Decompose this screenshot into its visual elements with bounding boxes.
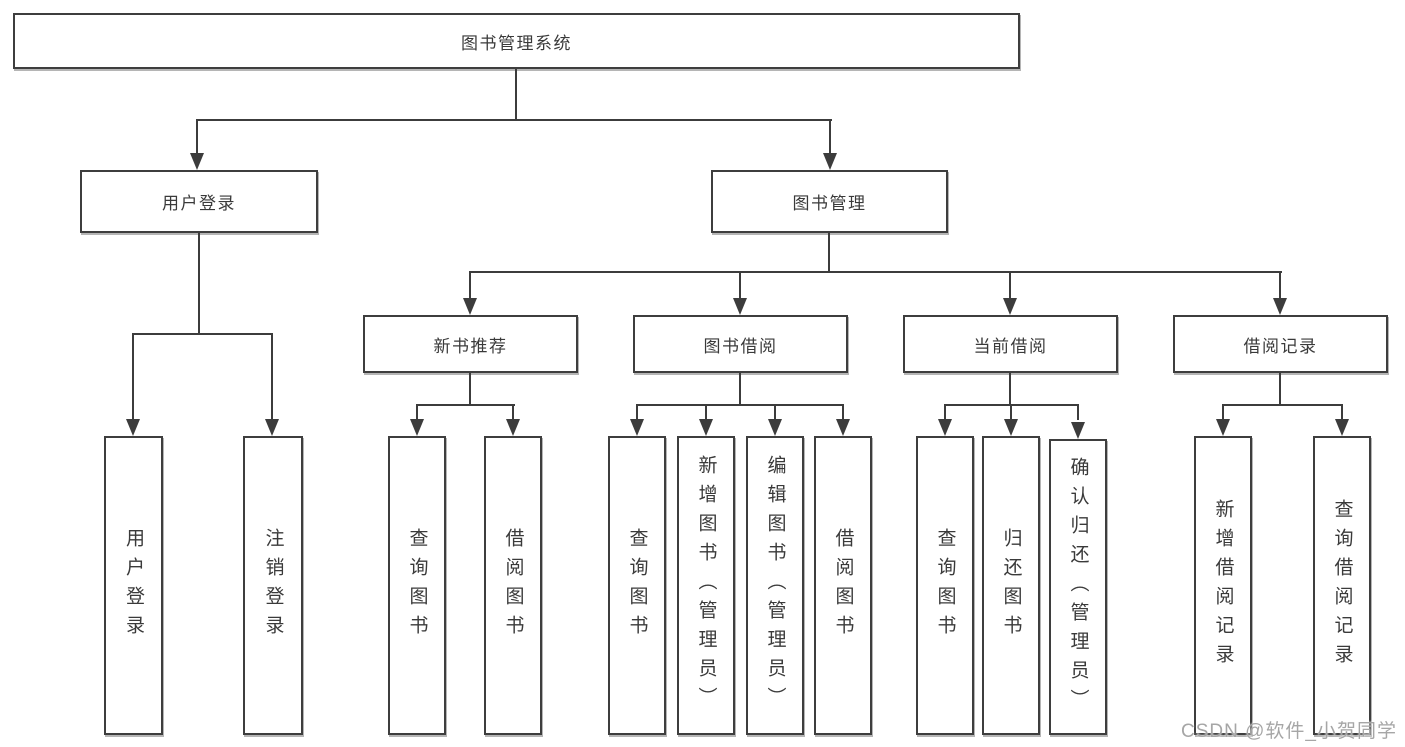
connector-line (469, 271, 471, 299)
leaf-confirm-return-admin: 确认归还（管理员） (1049, 439, 1107, 735)
node-label: 注销登录 (262, 527, 284, 644)
node-label: 图书借阅 (703, 336, 778, 356)
node-borrow-records: 借阅记录 (1173, 315, 1388, 373)
connector-line (515, 69, 517, 121)
node-label: 借阅图书 (502, 527, 524, 644)
arrow-down-icon (463, 298, 477, 315)
node-label: 用户登录 (162, 194, 236, 213)
connector-line (705, 404, 707, 420)
connector-line (469, 271, 1282, 273)
connector-line (132, 333, 134, 420)
connector-line (416, 404, 515, 406)
connector-line (944, 404, 946, 420)
node-book-borrow: 图书借阅 (633, 315, 848, 373)
connector-line (1077, 404, 1079, 420)
leaf-user-login: 用户登录 (104, 436, 163, 735)
node-library-system: 图书管理系统 (13, 13, 1020, 69)
node-label: 用户登录 (123, 527, 144, 644)
arrow-down-icon (699, 419, 713, 436)
node-label: 借阅图书 (832, 527, 854, 644)
arrow-down-icon (1216, 419, 1230, 436)
node-current-borrow: 当前借阅 (903, 315, 1118, 373)
connector-line (196, 119, 198, 155)
connector-line (829, 119, 831, 155)
node-label: 确认归还（管理员） (1067, 456, 1089, 718)
arrow-down-icon (836, 419, 850, 436)
node-label: 查询借阅记录 (1331, 498, 1353, 673)
csdn-watermark: CSDN @软件_小贺同学 (1181, 721, 1397, 742)
connector-line (132, 333, 273, 335)
leaf-query-books-3: 查询图书 (916, 436, 974, 735)
node-label: 编辑图书（管理员） (764, 455, 786, 716)
node-user-login: 用户登录 (80, 170, 318, 233)
connector-line (416, 404, 418, 420)
node-label: 查询图书 (406, 527, 428, 644)
arrow-down-icon (1273, 298, 1287, 315)
arrow-down-icon (1335, 419, 1349, 436)
connector-line (1279, 373, 1281, 406)
leaf-add-book-admin: 新增图书（管理员） (677, 436, 735, 735)
arrow-down-icon (938, 419, 952, 436)
arrow-down-icon (630, 419, 644, 436)
connector-line (842, 404, 844, 420)
arrow-down-icon (1004, 419, 1018, 436)
leaf-borrow-books-1: 借阅图书 (484, 436, 542, 735)
node-label: 图书管理系统 (461, 33, 572, 53)
arrow-down-icon (265, 419, 279, 436)
leaf-query-books-1: 查询图书 (388, 436, 446, 735)
node-label: 新增图书（管理员） (695, 455, 717, 716)
connector-line (739, 373, 741, 406)
node-label: 新增借阅记录 (1212, 498, 1234, 673)
arrow-down-icon (768, 419, 782, 436)
node-label: 新书推荐 (433, 336, 508, 356)
node-label: 查询图书 (626, 527, 648, 644)
connector-line (271, 333, 273, 420)
node-label: 查询图书 (934, 527, 956, 644)
connector-line (469, 373, 471, 406)
arrow-down-icon (506, 419, 520, 436)
connector-line (1222, 404, 1343, 406)
connector-line (1009, 373, 1011, 406)
arrow-down-icon (1003, 298, 1017, 315)
leaf-borrow-books-2: 借阅图书 (814, 436, 872, 735)
node-book-management: 图书管理 (711, 170, 948, 233)
connector-line (1010, 404, 1012, 420)
connector-line (1009, 271, 1011, 299)
arrow-down-icon (126, 419, 140, 436)
leaf-logout: 注销登录 (243, 436, 303, 735)
connector-line (774, 404, 776, 420)
connector-line (1341, 404, 1343, 420)
arrow-down-icon (190, 153, 204, 170)
leaf-query-books-2: 查询图书 (608, 436, 666, 735)
connector-line (636, 404, 844, 406)
connector-line (196, 119, 832, 121)
leaf-query-borrow-record: 查询借阅记录 (1313, 436, 1371, 735)
connector-line (198, 233, 200, 335)
leaf-return-book: 归还图书 (982, 436, 1040, 735)
node-label: 图书管理 (792, 194, 867, 213)
arrow-down-icon (1071, 422, 1085, 439)
connector-line (636, 404, 638, 420)
connector-line (1279, 271, 1281, 299)
node-label: 借阅记录 (1243, 336, 1318, 356)
arrow-down-icon (823, 153, 837, 170)
node-new-book-recommend: 新书推荐 (363, 315, 578, 373)
node-label: 当前借阅 (973, 336, 1048, 356)
connector-line (739, 271, 741, 299)
arrow-down-icon (410, 419, 424, 436)
connector-line (512, 404, 514, 420)
node-label: 归还图书 (1000, 527, 1022, 644)
arrow-down-icon (733, 298, 747, 315)
leaf-add-borrow-record: 新增借阅记录 (1194, 436, 1252, 735)
connector-line (1222, 404, 1224, 420)
leaf-edit-book-admin: 编辑图书（管理员） (746, 436, 804, 735)
connector-line (828, 233, 830, 273)
